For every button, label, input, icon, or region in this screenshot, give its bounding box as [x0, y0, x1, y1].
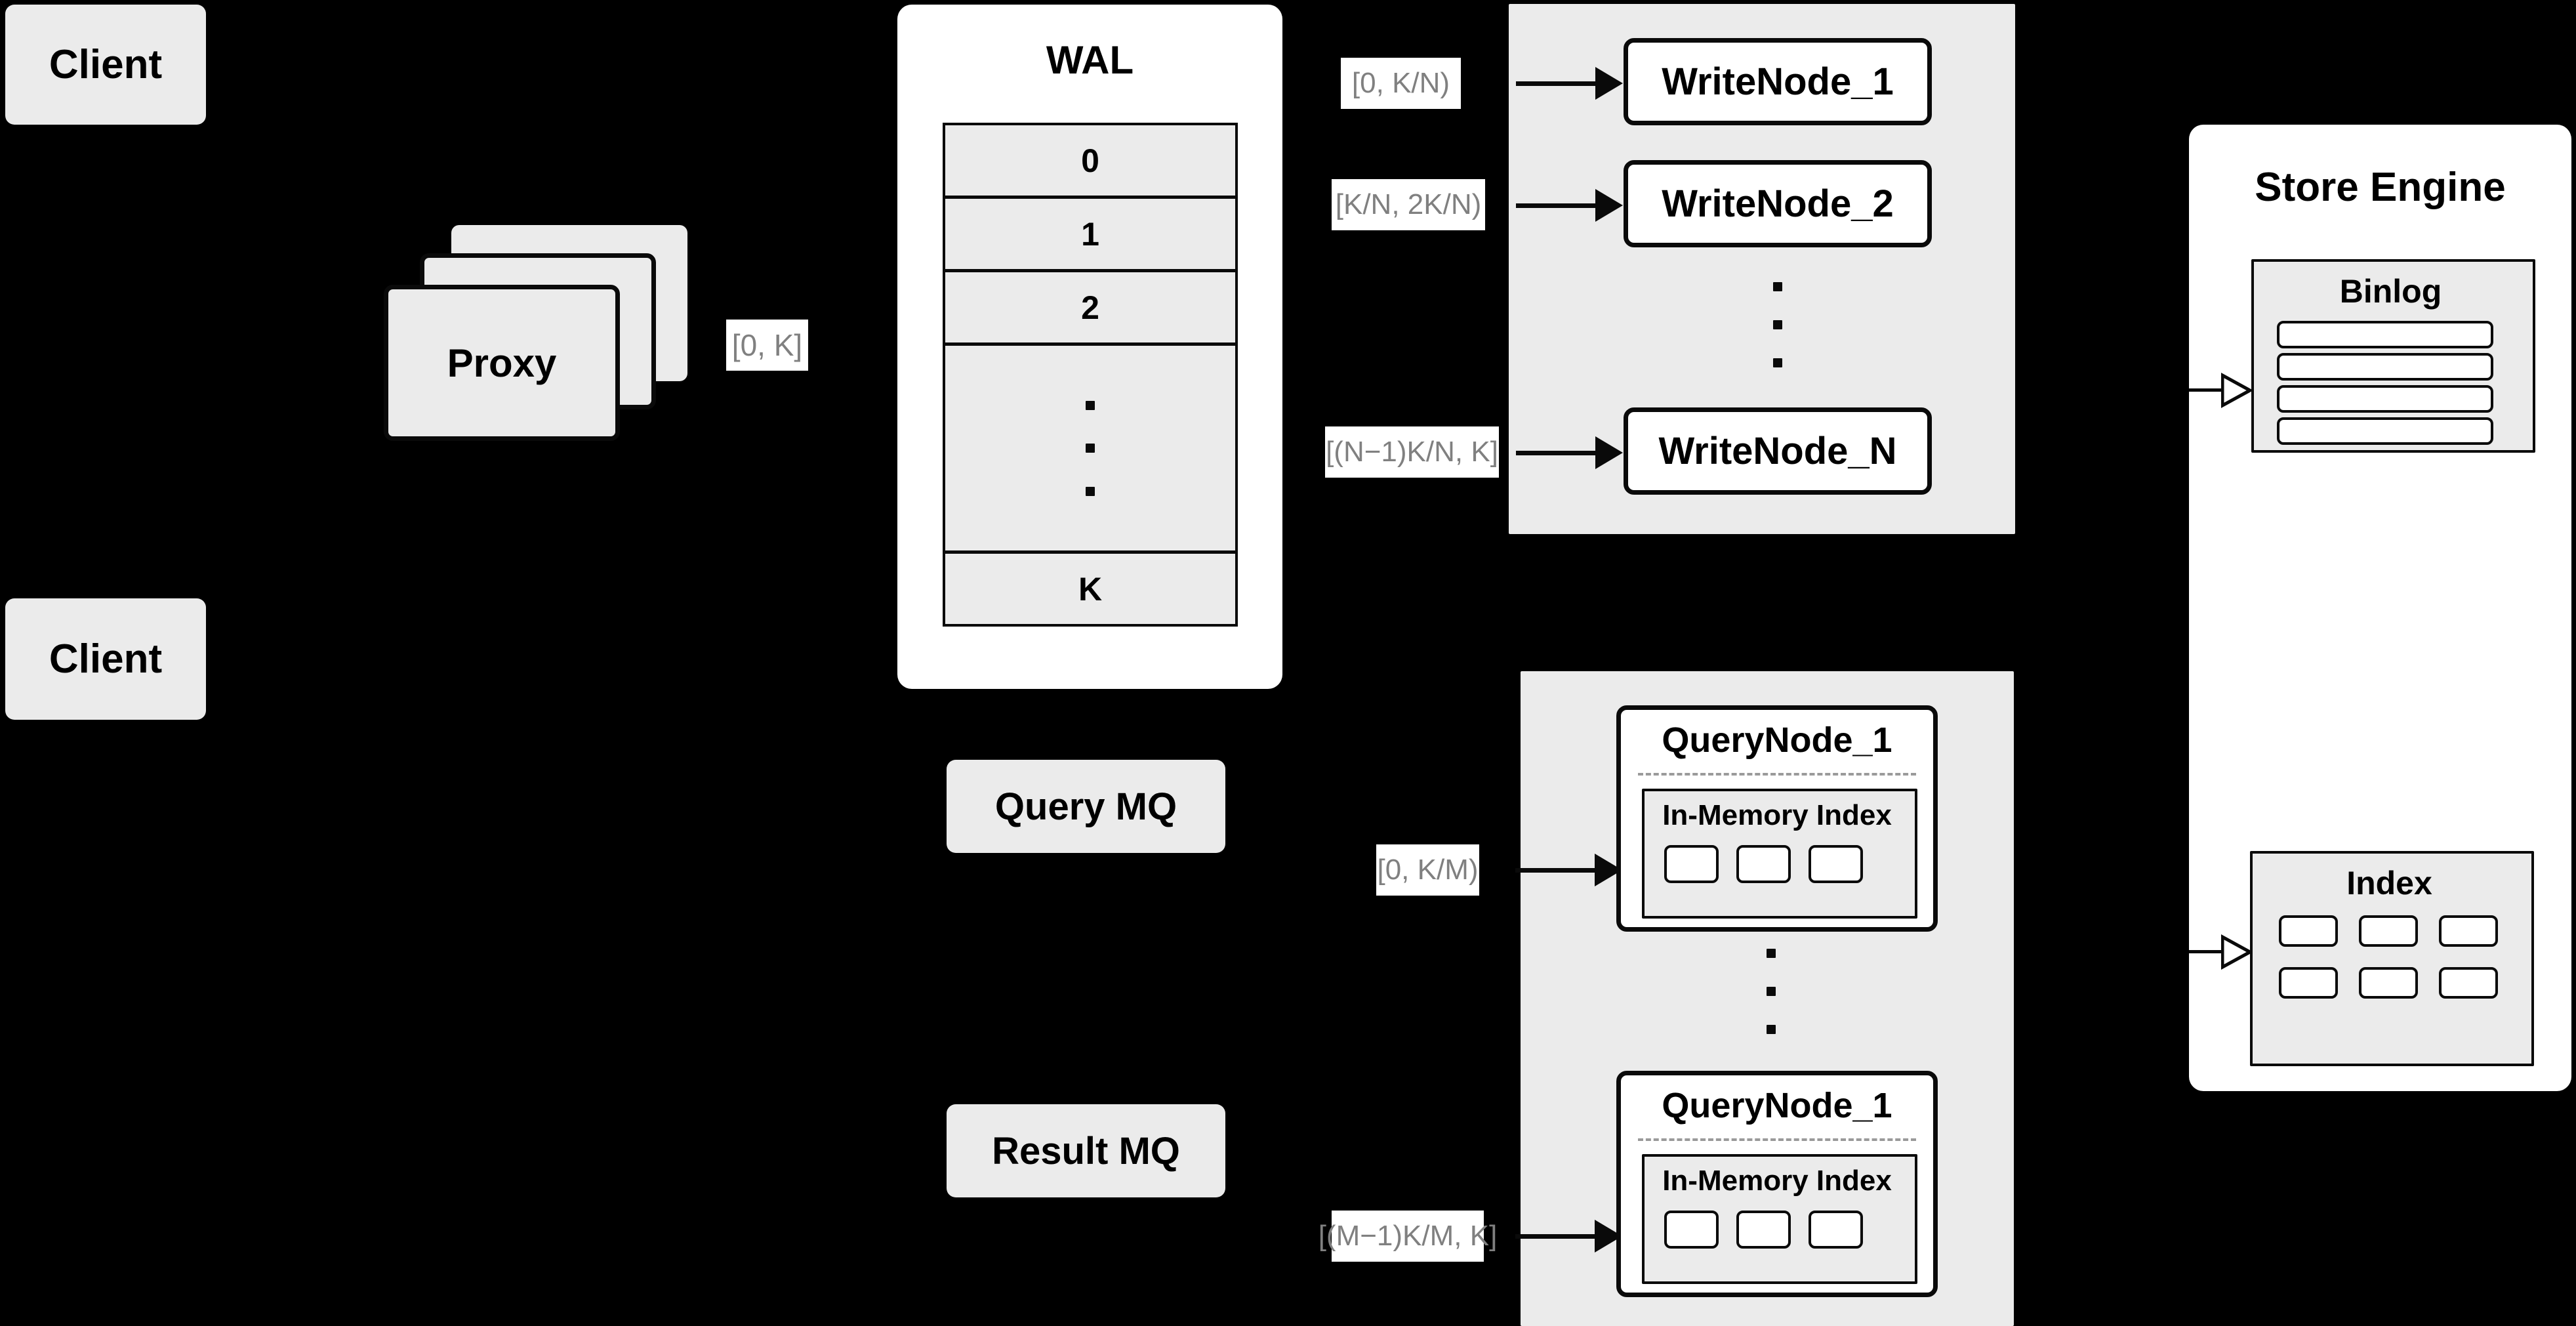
query-node-1-index-title: In-Memory Index	[1645, 797, 1910, 835]
wal-row-2-label: 2	[1081, 289, 1099, 326]
query-node-m-label: QueryNode_1	[1662, 1086, 1892, 1125]
result-mq-label: Result MQ	[992, 1129, 1180, 1172]
query-node-m-index-cell-3	[1809, 1211, 1863, 1249]
client-node-1[interactable]: Client	[5, 5, 206, 125]
wal-row-k-label: K	[1078, 570, 1103, 608]
edge-label-querynode-1-text: [0, K/M)	[1377, 854, 1479, 886]
arrow-right-solid-icon-writenode-2	[1595, 189, 1623, 222]
vertical-ellipsis-icon-write-group	[1772, 282, 1783, 367]
query-node-1-label: QueryNode_1	[1662, 720, 1892, 760]
binlog-subpanel: Binlog	[2251, 259, 2535, 453]
arrow-line-writenode-2	[1516, 203, 1598, 208]
wal-title: WAL	[897, 36, 1282, 83]
store-engine-title-text: Store Engine	[2255, 164, 2506, 210]
write-node-2[interactable]: WriteNode_2	[1624, 160, 1932, 247]
edge-label-querynode-m: [(M−1)K/M, K]	[1319, 1211, 1497, 1262]
write-node-n-label: WriteNode_N	[1658, 430, 1897, 472]
store-engine-title: Store Engine	[2189, 161, 2571, 213]
arrow-line-querynode-m	[1515, 1234, 1597, 1239]
query-node-1-in-memory-index: In-Memory Index	[1642, 789, 1917, 919]
arrow-right-solid-icon-writenode-n	[1595, 436, 1623, 469]
query-node-m-title: QueryNode_1	[1621, 1082, 1933, 1129]
query-mq-label: Query MQ	[994, 785, 1177, 828]
query-node-m-index-cell-2	[1736, 1211, 1791, 1249]
edge-label-querynode-1: [0, K/M)	[1376, 844, 1479, 896]
index-cell-5	[2359, 967, 2418, 999]
edge-label-writenode-1-text: [0, K/N)	[1351, 67, 1450, 99]
edge-label-writenode-2-text: [K/N, 2K/N)	[1335, 188, 1482, 220]
arrow-right-solid-icon-writenode-1	[1595, 67, 1623, 100]
index-title: Index	[2253, 861, 2526, 905]
index-cell-1	[2279, 915, 2338, 947]
binlog-row-3	[2277, 385, 2493, 413]
index-title-text: Index	[2346, 865, 2432, 901]
binlog-title-text: Binlog	[2339, 273, 2442, 310]
query-node-1-index-cell-3	[1809, 845, 1863, 883]
arrow-right-open-icon-index	[2221, 934, 2253, 970]
vertical-ellipsis-icon-query-group	[1766, 949, 1776, 1034]
wal-row-2: 2	[943, 270, 1238, 345]
index-cell-2	[2359, 915, 2418, 947]
wal-row-0-label: 0	[1081, 142, 1099, 179]
query-node-m-index-title: In-Memory Index	[1645, 1162, 1910, 1200]
proxy-label: Proxy	[447, 341, 557, 385]
query-node-1-index-cell-1	[1664, 845, 1719, 883]
query-node-1-index-title-text: In-Memory Index	[1662, 799, 1892, 831]
client-node-2[interactable]: Client	[5, 598, 206, 720]
edge-label-writenode-n-text: [(N−1)K/N, K]	[1326, 436, 1498, 468]
arrow-right-open-icon-binlog	[2221, 373, 2253, 408]
write-node-1[interactable]: WriteNode_1	[1624, 38, 1932, 125]
edge-label-writenode-2: [K/N, 2K/N)	[1332, 179, 1485, 230]
binlog-row-1	[2277, 321, 2493, 348]
query-node-1-index-cell-2	[1736, 845, 1791, 883]
index-cell-4	[2279, 967, 2338, 999]
wal-row-ellipsis	[943, 343, 1238, 553]
query-node-m-separator	[1638, 1138, 1916, 1141]
client-node-1-label: Client	[49, 42, 163, 87]
wal-title-text: WAL	[1046, 37, 1134, 82]
write-node-2-label: WriteNode_2	[1662, 182, 1894, 225]
query-mq-node[interactable]: Query MQ	[947, 760, 1225, 853]
arrow-line-to-binlog	[2189, 388, 2223, 392]
client-node-2-label: Client	[49, 636, 163, 682]
query-node-m-index-cell-1	[1664, 1211, 1719, 1249]
write-node-n[interactable]: WriteNode_N	[1624, 407, 1932, 495]
query-node-1[interactable]: QueryNode_1 In-Memory Index	[1616, 705, 1938, 932]
arrow-line-writenode-n	[1516, 451, 1598, 455]
write-node-1-label: WriteNode_1	[1662, 60, 1894, 103]
index-subpanel: Index	[2250, 851, 2534, 1066]
edge-label-proxy-to-wal: [0, K]	[726, 320, 808, 371]
index-cell-6	[2439, 967, 2498, 999]
binlog-title: Binlog	[2254, 270, 2527, 313]
arrow-line-querynode-1	[1515, 868, 1597, 873]
result-mq-node[interactable]: Result MQ	[947, 1104, 1225, 1197]
wal-row-0: 0	[943, 123, 1238, 198]
wal-row-1: 1	[943, 196, 1238, 272]
query-node-1-title: QueryNode_1	[1621, 716, 1933, 764]
binlog-row-4	[2277, 417, 2493, 445]
edge-label-proxy-to-wal-text: [0, K]	[731, 328, 803, 362]
arrow-line-writenode-1	[1516, 81, 1598, 86]
edge-label-querynode-m-text: [(M−1)K/M, K]	[1318, 1220, 1498, 1252]
edge-label-writenode-n: [(N−1)K/N, K]	[1325, 426, 1499, 478]
index-cell-3	[2439, 915, 2498, 947]
vertical-ellipsis-icon	[1085, 400, 1095, 496]
query-node-1-separator	[1638, 773, 1916, 776]
edge-label-writenode-1: [0, K/N)	[1341, 58, 1461, 109]
binlog-row-2	[2277, 353, 2493, 381]
query-node-m-index-title-text: In-Memory Index	[1662, 1165, 1892, 1197]
query-node-m-in-memory-index: In-Memory Index	[1642, 1154, 1917, 1284]
arrow-line-to-index	[2189, 950, 2223, 953]
wal-row-1-label: 1	[1081, 215, 1099, 253]
proxy-card-front[interactable]: Proxy	[384, 285, 620, 441]
query-node-m[interactable]: QueryNode_1 In-Memory Index	[1616, 1071, 1938, 1297]
wal-row-k: K	[943, 551, 1238, 627]
